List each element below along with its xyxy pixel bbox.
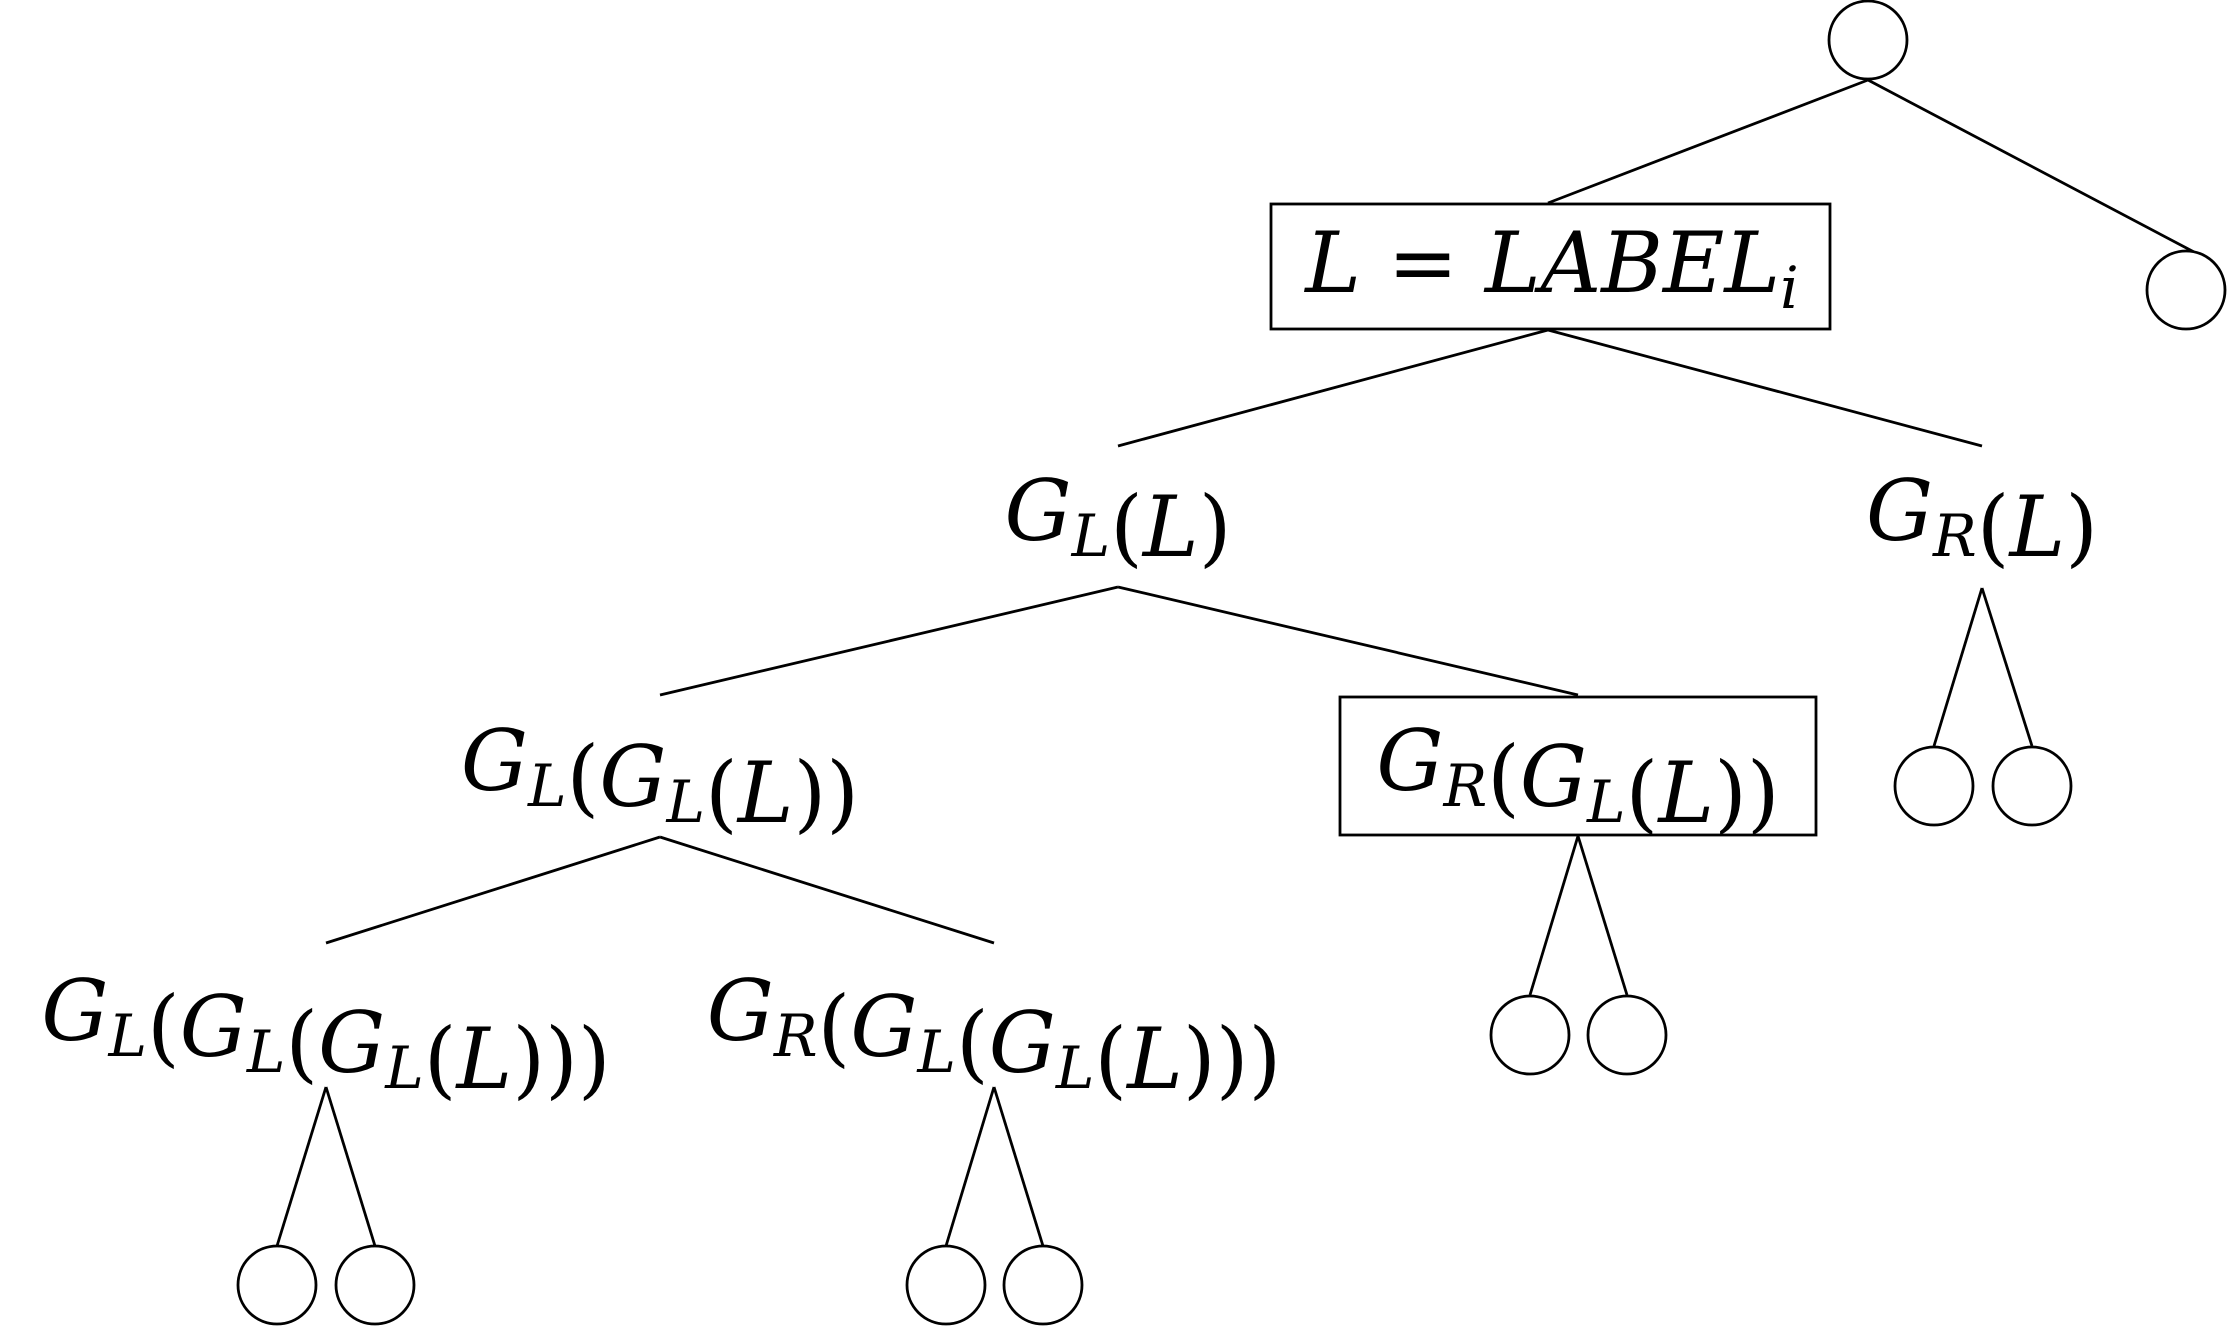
edge-label-gr [1547, 328, 1983, 448]
label-node-text: L = LABELi [1303, 214, 1798, 322]
node-gl: GL(L) [1005, 462, 1232, 576]
node-gr: GR(L) [1866, 462, 2098, 576]
edge-grglgl-leaf-b [992, 1086, 1045, 1247]
edge-glgl-glglgl [325, 835, 661, 945]
leaf-node [1489, 994, 1571, 1076]
edge-gl-glgl [659, 585, 1119, 697]
edge-glglgl-leaf-a [275, 1086, 328, 1247]
node-grgl: GR(GL(L)) [1376, 712, 1779, 842]
leaf-node [1586, 994, 1668, 1076]
label-node-box [1269, 202, 1832, 331]
edge-label-gl [1117, 328, 1549, 448]
node-glglgl: GL(GL(GL(L))) [41, 962, 610, 1108]
leaf-node [905, 1244, 987, 1326]
edge-gl-grgl [1117, 585, 1579, 697]
node-glgl: GL(GL(L)) [461, 712, 859, 842]
leaf-node [1893, 745, 1975, 827]
edge-gr-leaf-a [1932, 587, 1984, 747]
edge-root-rightleaf [1867, 78, 2195, 254]
edge-glgl-grglgl [659, 835, 995, 945]
leaf-node [236, 1244, 318, 1326]
tree-edges [275, 78, 2195, 1247]
edge-root-label [1547, 78, 1869, 205]
edge-grgl-leaf-b [1576, 835, 1629, 996]
edge-grgl-leaf-a [1528, 835, 1580, 996]
edge-grglgl-leaf-a [944, 1086, 996, 1247]
leaf-node [1002, 1244, 1084, 1326]
edge-gr-leaf-b [1980, 587, 2034, 747]
leaf-node [1991, 745, 2073, 827]
edge-glglgl-leaf-b [324, 1086, 377, 1247]
root-node [1827, 0, 1909, 81]
leaf-node [2145, 249, 2227, 331]
leaf-node [334, 1244, 416, 1326]
grgl-node-box [1338, 695, 1818, 837]
node-grglgl: GR(GL(GL(L))) [707, 962, 1282, 1108]
leaf-nodes [236, 0, 2227, 1326]
